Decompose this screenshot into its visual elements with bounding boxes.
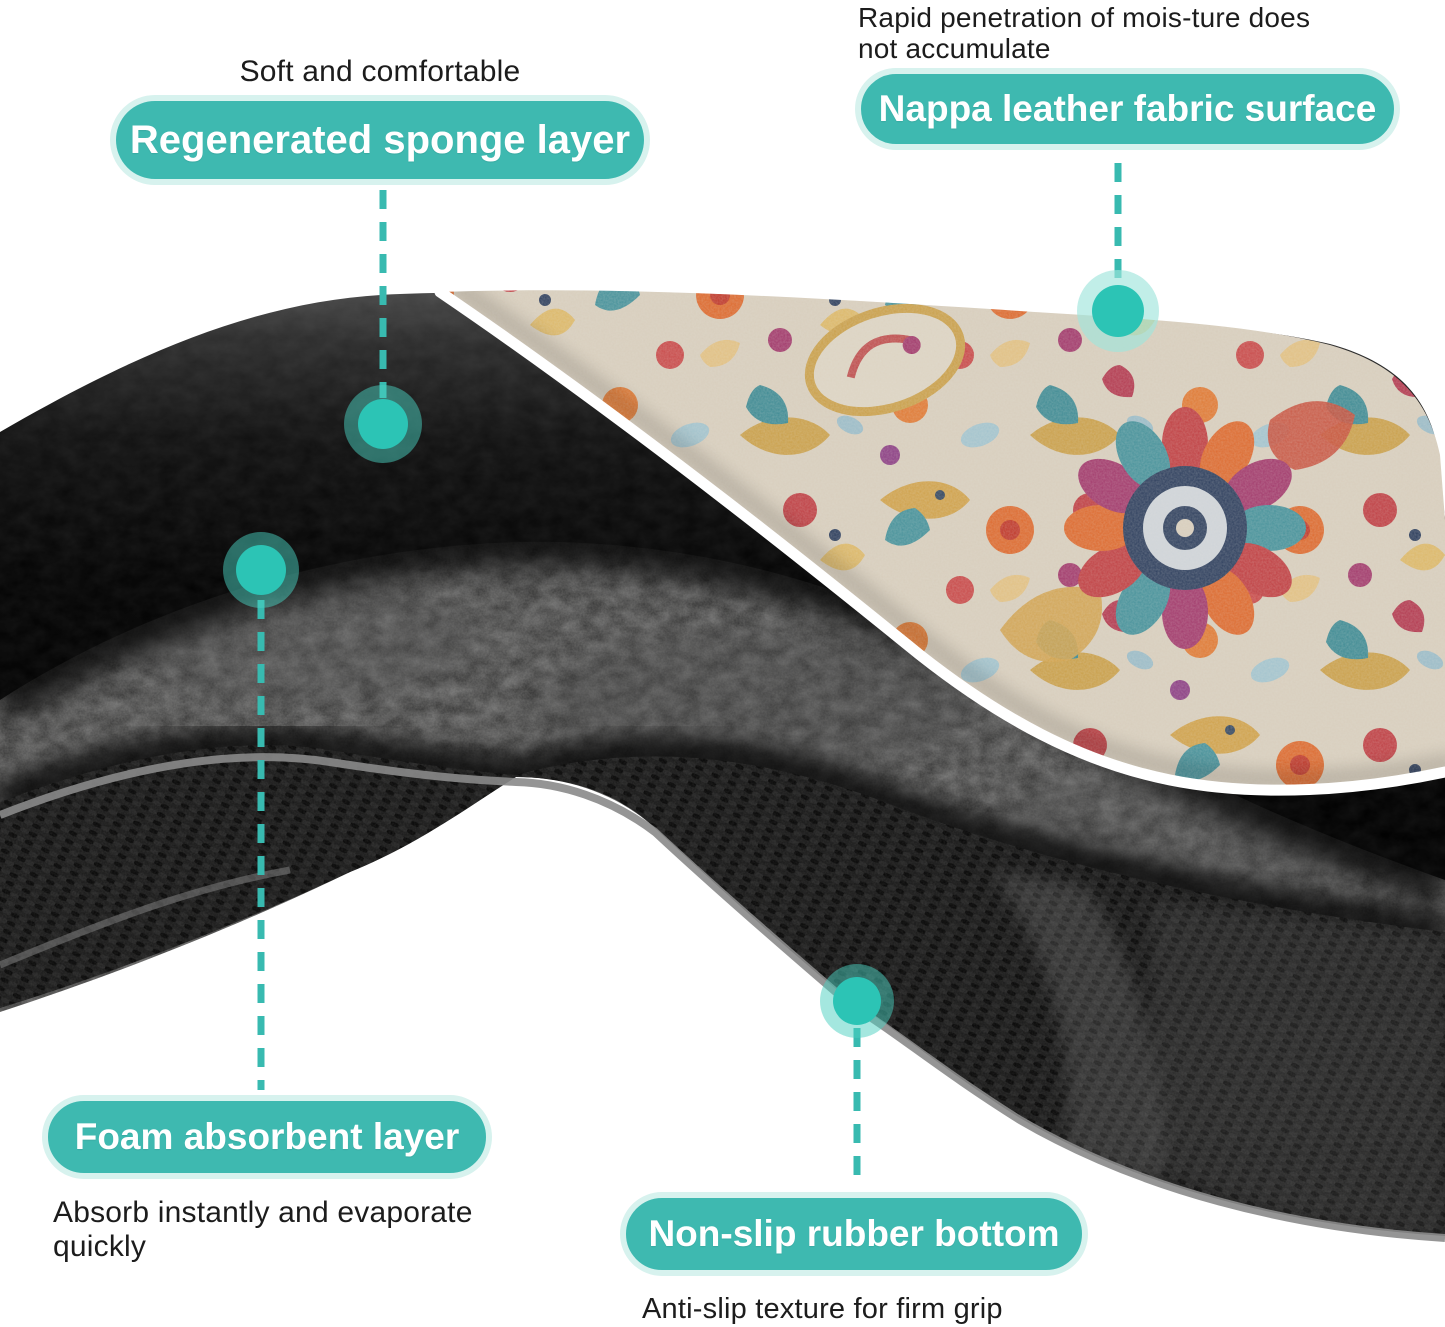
- fabric-note-line1: Rapid penetration of mois-ture does: [858, 2, 1311, 33]
- fabric-label-pill: Nappa leather fabric surface: [855, 68, 1400, 150]
- rubber-marker-dot-icon: [820, 964, 894, 1038]
- fabric-note-line2: not accumulate: [858, 33, 1051, 65]
- foam-label: Foam absorbent layer: [74, 1116, 460, 1157]
- sponge-note: Soft and comfortable: [239, 55, 521, 88]
- sponge-label: Regenerated sponge layer: [129, 117, 631, 162]
- foam-label-pill: Foam absorbent layer: [42, 1095, 492, 1179]
- layer-markers: [223, 270, 1159, 1038]
- sponge-marker-dot-icon: [344, 385, 422, 463]
- foam-note-line2: quickly: [53, 1229, 147, 1263]
- rubber-label: Non-slip rubber bottom: [648, 1213, 1060, 1254]
- foam-note: Absorb instantly and evaporate quickly: [53, 1196, 473, 1263]
- fabric-label: Nappa leather fabric surface: [878, 88, 1377, 129]
- fabric-note: Rapid penetration of mois-ture does not …: [858, 2, 1310, 65]
- foam-note-line1: Absorb instantly and evaporate: [53, 1196, 473, 1229]
- rubber-bottom-layer: [0, 745, 1445, 1242]
- fabric-marker-dot-icon: [1077, 270, 1159, 352]
- rug-white-binding-edge: [434, 286, 1445, 796]
- foam-marker-dot-icon: [223, 532, 299, 608]
- background-wedge: [0, 777, 1445, 1327]
- rubber-note: Anti-slip texture for firm grip: [642, 1293, 1003, 1325]
- rubber-label-pill: Non-slip rubber bottom: [620, 1192, 1088, 1276]
- sponge-label-pill: Regenerated sponge layer: [110, 95, 650, 185]
- rubber-under-rim-edge: [0, 866, 291, 969]
- rubber-rim-edge: [0, 753, 1445, 1242]
